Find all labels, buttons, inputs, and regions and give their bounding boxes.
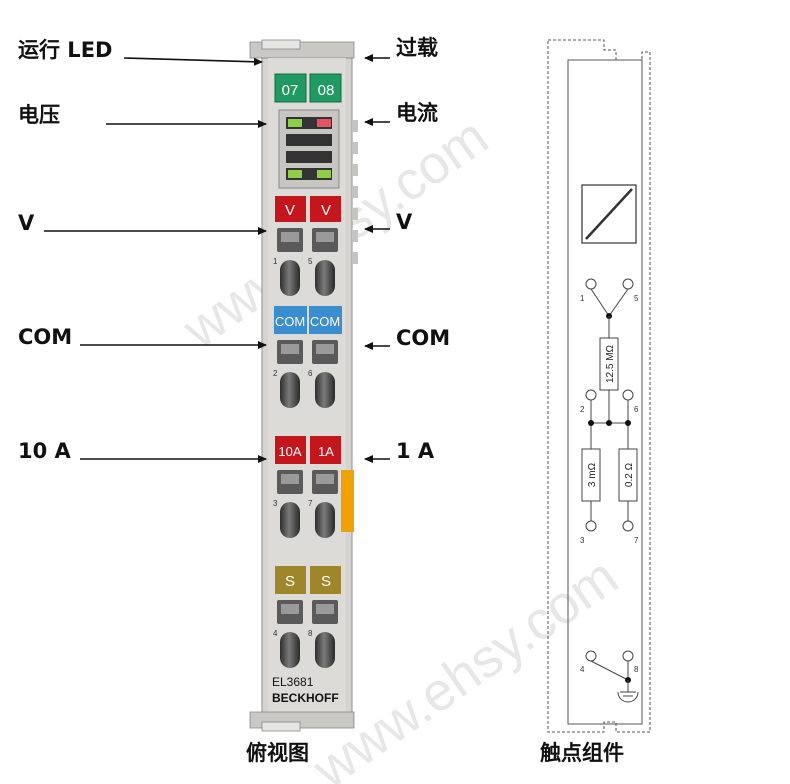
v-tag-left-label: V [285,202,295,219]
shield-tag-right [310,566,341,594]
label-voltage: 电压 [18,103,60,127]
brand-name: BECKHOFF [272,691,339,705]
svg-text:2: 2 [580,405,585,414]
caption-top-view: 俯视图 [246,741,309,765]
node-3 [585,520,597,532]
shield-tag-left [275,566,306,594]
contact-pair-1-5: 1 5 [273,228,338,296]
svg-text:6: 6 [634,405,639,414]
shield-tag-left-label: S [285,573,295,590]
contact-pair-2-6: 2 6 [273,340,338,408]
arrow-run-led [123,57,263,66]
label-com-right: COM [396,326,450,350]
resistor-3-mohm-label: 3 mΩ [587,462,598,487]
led-panel [278,109,340,189]
label-com-left: COM [18,325,72,349]
label-run-led: 运行 LED [18,38,112,62]
schematic-body [567,59,643,725]
com-tag-right-label: COM [310,314,340,329]
10a-tag [275,436,306,464]
label-current: 电流 [396,101,438,125]
svg-text:4: 4 [580,665,585,674]
node-4 [585,650,597,662]
svg-text:5: 5 [308,257,313,266]
caption-contact-assembly: 触点组件 [540,741,624,765]
svg-text:5: 5 [634,294,639,303]
overload-led-red [317,119,331,127]
node-5 [622,278,634,290]
model-number: EL3681 [272,675,314,689]
svg-text:7: 7 [308,499,313,508]
svg-text:2: 2 [273,369,278,378]
run-led-green [288,119,302,127]
v-tag-left [275,196,306,222]
led-tag-07-label: 07 [282,82,299,99]
svg-text:6: 6 [308,369,313,378]
v-tag-right-label: V [321,202,331,219]
schematic-labels: 1 5 2 6 3 7 4 8 12.5 MΩ 3 mΩ 0.2 Ω [580,294,639,674]
1a-tag [310,436,341,464]
svg-text:8: 8 [308,629,313,638]
left-labels: 运行 LED 电压 V COM 10 A [18,38,267,463]
svg-text:3: 3 [580,536,585,545]
right-labels: 过载 电流 V COM 1 A [364,36,450,463]
shield-tag-right-label: S [321,573,331,590]
node-7 [622,520,634,532]
contact-pair-4-8: 4 8 [273,600,338,668]
svg-text:7: 7 [634,536,639,545]
v-tag-right [310,196,341,222]
resistor-0-2-ohm-label: 0.2 Ω [624,462,635,487]
node-1 [585,278,597,290]
1a-tag-label: 1A [318,444,334,459]
svg-text:8: 8 [634,665,639,674]
com-tag-right [309,306,342,334]
ground-icon [617,691,639,703]
label-v-left: V [18,211,35,235]
node-8 [622,650,634,662]
svg-text:4: 4 [273,629,278,638]
com-tag-left [274,306,307,334]
node-2 [585,389,597,401]
com-tag-left-label: COM [275,314,305,329]
contact-pair-3-7: 3 7 [273,470,338,538]
contact-schematic [547,39,651,733]
terminal-module: 07 08 V V 1 5 [249,39,358,732]
schematic-outline [547,39,651,733]
orange-indicator-bar [341,470,354,532]
label-10a: 10 A [18,439,72,463]
svg-text:1: 1 [273,257,278,266]
converter-symbol [581,184,637,244]
led-tag-08 [309,73,342,103]
led-tag-07 [274,73,307,103]
svg-text:3: 3 [273,499,278,508]
resistor-12-5-mohm-label: 12.5 MΩ [605,344,616,383]
svg-text:1: 1 [580,294,585,303]
10a-tag-label: 10A [278,444,301,459]
label-v-right: V [396,210,413,234]
label-1a: 1 A [396,439,435,463]
label-overload: 过载 [396,36,438,60]
led-tag-08-label: 08 [318,82,335,99]
node-6 [622,389,634,401]
